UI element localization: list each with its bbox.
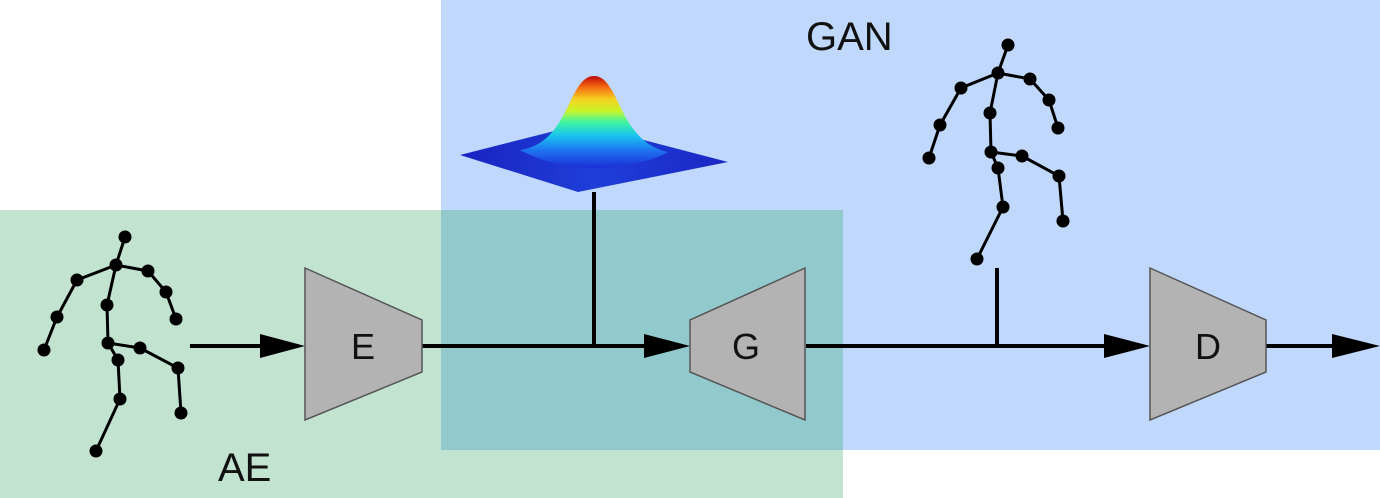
- generator-input-arrowhead: [644, 334, 690, 358]
- encoder-input-arrowhead: [260, 334, 305, 358]
- discriminator-label: D: [1195, 326, 1221, 367]
- discriminator-block: D: [1149, 266, 1267, 422]
- input-pose-stick-figure-icon: [37, 230, 188, 458]
- real-pose-stick-figure-icon: [922, 38, 1070, 266]
- gan-label: GAN: [806, 15, 893, 59]
- encoder-block: E: [304, 266, 423, 422]
- encoder-label: E: [351, 326, 375, 367]
- generator-block: G: [689, 266, 806, 422]
- discriminator-input-arrowhead: [1104, 334, 1150, 358]
- flow-lines: [190, 192, 1334, 348]
- generator-label: G: [732, 326, 760, 367]
- gaussian-distribution-surface-icon: [460, 76, 728, 192]
- output-arrowhead: [1332, 334, 1380, 358]
- arrowheads: [260, 334, 1380, 358]
- ae-label: AE: [218, 446, 272, 490]
